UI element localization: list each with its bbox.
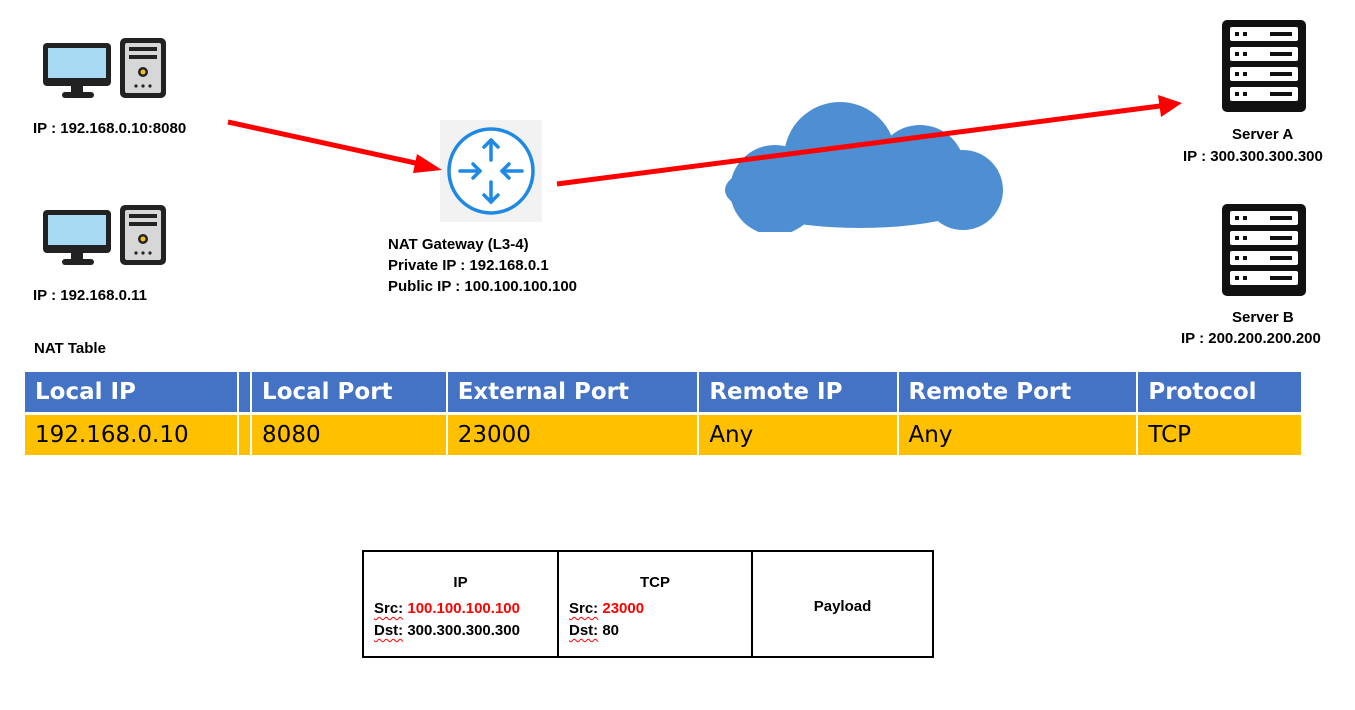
arrow-head-server-a	[1158, 95, 1182, 117]
nat-table: Local IP Local Port External Port Remote…	[25, 372, 1301, 455]
packet-payload-label: Payload	[813, 598, 872, 615]
packet-ip-dst-label: Dst:	[374, 622, 404, 639]
packet-ip-src: Src: 100.100.100.100	[374, 600, 520, 617]
nat-table-header-row: Local IP Local Port External Port Remote…	[25, 372, 1301, 415]
cell-local-port: 8080	[251, 413, 448, 455]
server-rack-icon	[1222, 20, 1306, 112]
router-icon	[440, 120, 542, 222]
table-row: 192.168.0.10 8080 23000 Any Any TCP	[25, 413, 1301, 455]
packet-tcp-dst-label: Dst:	[569, 622, 599, 639]
server-rack-icon	[1222, 204, 1306, 296]
desktop-computer-icon	[43, 38, 166, 98]
packet-ip-src-value: 100.100.100.100	[407, 600, 520, 617]
cloud-icon	[725, 102, 1003, 232]
packet-ip-dst: Dst: 300.300.300.300	[374, 622, 520, 639]
packet-tcp-src-value: 23000	[602, 600, 645, 617]
col-local-port: Local Port	[251, 372, 448, 415]
nat-table-title: NAT Table	[34, 340, 106, 357]
packet-tcp-title: TCP	[640, 574, 670, 591]
gateway-name: NAT Gateway (L3-4)	[388, 236, 529, 253]
packet-ip-dst-value: 300.300.300.300	[407, 622, 520, 639]
packet-tcp-dst: Dst: 80	[569, 622, 619, 639]
server-b-name: Server B	[1232, 309, 1294, 326]
packet-ip-header: IP Src: 100.100.100.100 Dst: 300.300.300…	[364, 552, 559, 656]
packet-ip-src-label: Src:	[374, 600, 404, 617]
packet-ip-title: IP	[453, 574, 468, 591]
col-external-port: External Port	[446, 372, 700, 415]
arrow-gateway-to-server-a	[556, 103, 1161, 187]
packet-tcp-dst-value: 80	[602, 622, 620, 639]
gateway-private-ip: Private IP : 192.168.0.1	[388, 257, 549, 274]
cell-local-ip: 192.168.0.10	[25, 413, 253, 455]
cell-remote-ip: Any	[698, 413, 899, 455]
packet-tcp-header: TCP Src: 23000 Dst: 80	[559, 552, 753, 656]
packet-payload: Payload	[753, 552, 932, 656]
packet-diagram: IP Src: 100.100.100.100 Dst: 300.300.300…	[362, 550, 934, 658]
col-local-ip: Local IP	[25, 372, 253, 415]
cell-external-port: 23000	[446, 413, 700, 455]
cell-protocol: TCP	[1137, 413, 1301, 455]
arrow-head-gateway	[413, 154, 442, 173]
server-a-name: Server A	[1232, 126, 1294, 143]
packet-tcp-src: Src: 23000	[569, 600, 644, 617]
desktop-computer-icon	[43, 205, 166, 265]
client2-ip-label: IP : 192.168.0.11	[33, 287, 147, 304]
gateway-public-ip: Public IP : 100.100.100.100	[388, 278, 578, 295]
packet-tcp-src-label: Src:	[569, 600, 599, 617]
arrow-client-to-gateway	[227, 119, 421, 167]
col-remote-port: Remote Port	[897, 372, 1139, 415]
cell-remote-port: Any	[897, 413, 1139, 455]
col-protocol: Protocol	[1137, 372, 1301, 415]
server-a-ip: IP : 300.300.300.300	[1183, 148, 1323, 165]
server-b-ip: IP : 200.200.200.200	[1181, 330, 1321, 347]
col-remote-ip: Remote IP	[698, 372, 899, 415]
client1-ip-label: IP : 192.168.0.10:8080	[33, 120, 187, 137]
